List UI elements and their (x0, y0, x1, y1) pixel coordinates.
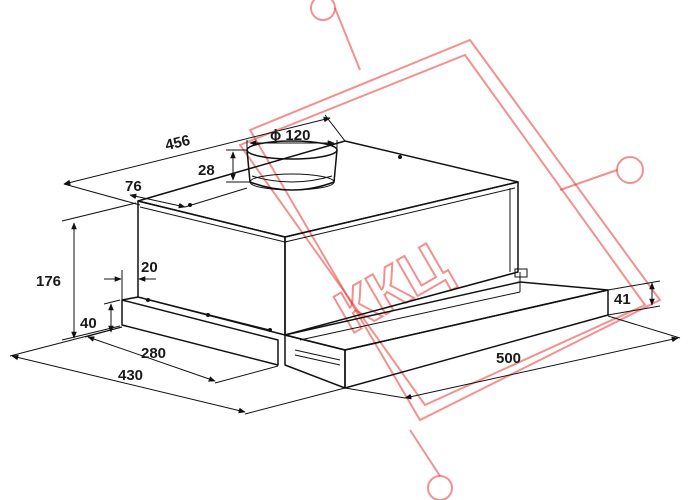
hood-body (121, 140, 519, 366)
dim-inner-depth: 280 (141, 345, 166, 362)
dim-front-height: 40 (80, 315, 97, 332)
dim-duct-diameter: ϕ 120 (270, 127, 310, 144)
dim-body-height: 176 (36, 273, 61, 290)
dim-width-top: 456 (164, 132, 192, 154)
dim-collar-height: 28 (198, 162, 215, 179)
dim-slide-height: 41 (614, 291, 631, 308)
dimension-lines (9, 114, 681, 415)
dim-collar-offset: 76 (125, 178, 142, 195)
dimension-labels: 456 ϕ 120 28 76 176 20 40 280 430 500 41 (36, 127, 631, 384)
dim-wall-gap: 20 (141, 259, 158, 276)
dim-slide-length: 500 (496, 350, 521, 367)
watermark: ККЦ (238, 0, 662, 500)
dim-total-depth: 430 (118, 367, 143, 384)
